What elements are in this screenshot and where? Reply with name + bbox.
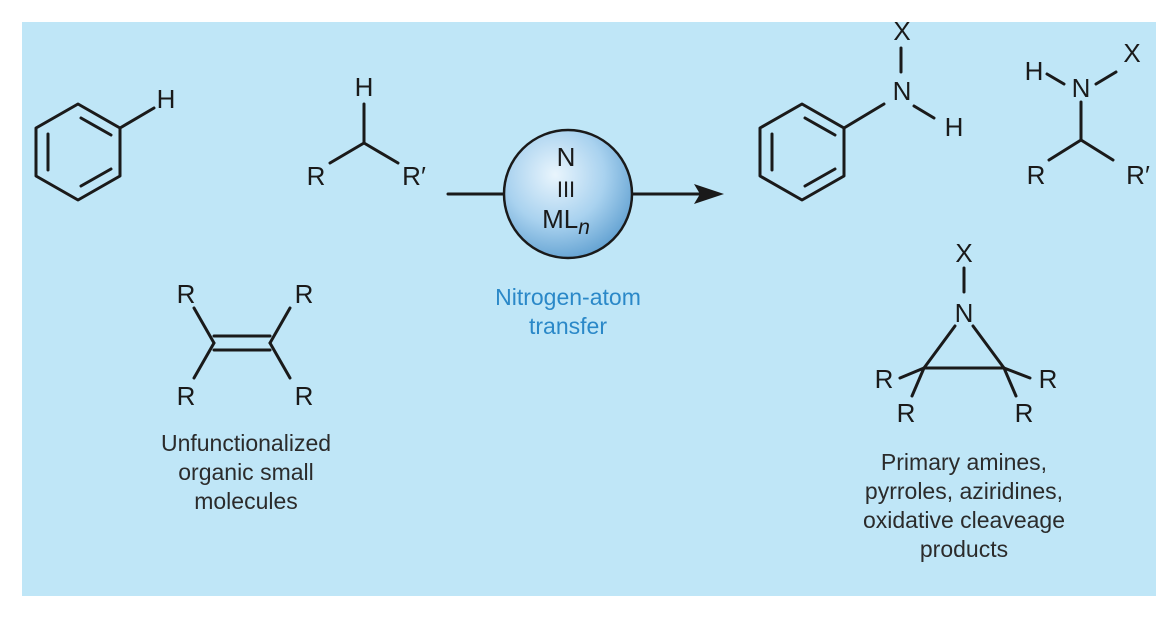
arene-h-label: H (157, 84, 176, 114)
reactant-caption-line-3: molecules (194, 488, 298, 514)
background-panel (22, 22, 1156, 596)
aniline-h-label: H (945, 112, 964, 142)
alkene-r2-label: R (295, 279, 314, 309)
alkene-r4-label: R (295, 381, 314, 411)
catalyst-nitrogen-label: N (557, 142, 576, 172)
product-caption-line-4: products (920, 536, 1008, 562)
arrowhead-icon (694, 184, 724, 204)
product-caption-line-3: oxidative cleaveage (863, 507, 1065, 533)
catalyst-sphere-icon (502, 128, 634, 260)
aniline-x-label: X (893, 16, 910, 46)
alkene-reactant: R R R R (177, 279, 314, 411)
process-label-line-2: transfer (529, 313, 607, 339)
catalyst-metal-label: MLn (542, 204, 590, 239)
benzene-reactant: H (34, 84, 176, 202)
alkyl-h-label: H (355, 72, 374, 102)
alkylamine-h-label: H (1025, 56, 1044, 86)
aziridine-r1-label: R (875, 364, 894, 394)
aziridine-x-label: X (955, 238, 972, 268)
alkylamine-x-label: X (1123, 38, 1140, 68)
alkyl-r-label: R (307, 161, 326, 191)
alkylamine-r-prime-label: R′ (1126, 160, 1150, 190)
aziridine-r4-label: R (1015, 398, 1034, 428)
alkylamine-n-label: N (1072, 73, 1091, 103)
product-caption-line-1: Primary amines, (881, 449, 1047, 475)
process-label-line-1: Nitrogen-atom (495, 284, 641, 310)
aziridine-n-label: N (955, 298, 974, 328)
alkyl-reactant: H R R′ (307, 72, 426, 191)
aziridine-product: X N R R R R (875, 238, 1058, 428)
metal-nitride-catalyst: N III MLn (502, 128, 634, 260)
aniline-product: X N H (758, 16, 964, 202)
product-caption-line-2: pyrroles, aziridines, (865, 478, 1063, 504)
reactant-caption-line-2: organic small (178, 459, 314, 485)
aniline-n-label: N (893, 76, 912, 106)
alkyl-r-prime-label: R′ (402, 161, 426, 191)
alkene-r1-label: R (177, 279, 196, 309)
catalyst-triple-bond-label: III (557, 177, 575, 202)
alkylamine-product: H N X R R′ (1025, 38, 1150, 190)
alkylamine-r-label: R (1027, 160, 1046, 190)
aziridine-r2-label: R (1039, 364, 1058, 394)
alkene-r3-label: R (177, 381, 196, 411)
reactant-caption-line-1: Unfunctionalized (161, 430, 331, 456)
aziridine-r3-label: R (897, 398, 916, 428)
